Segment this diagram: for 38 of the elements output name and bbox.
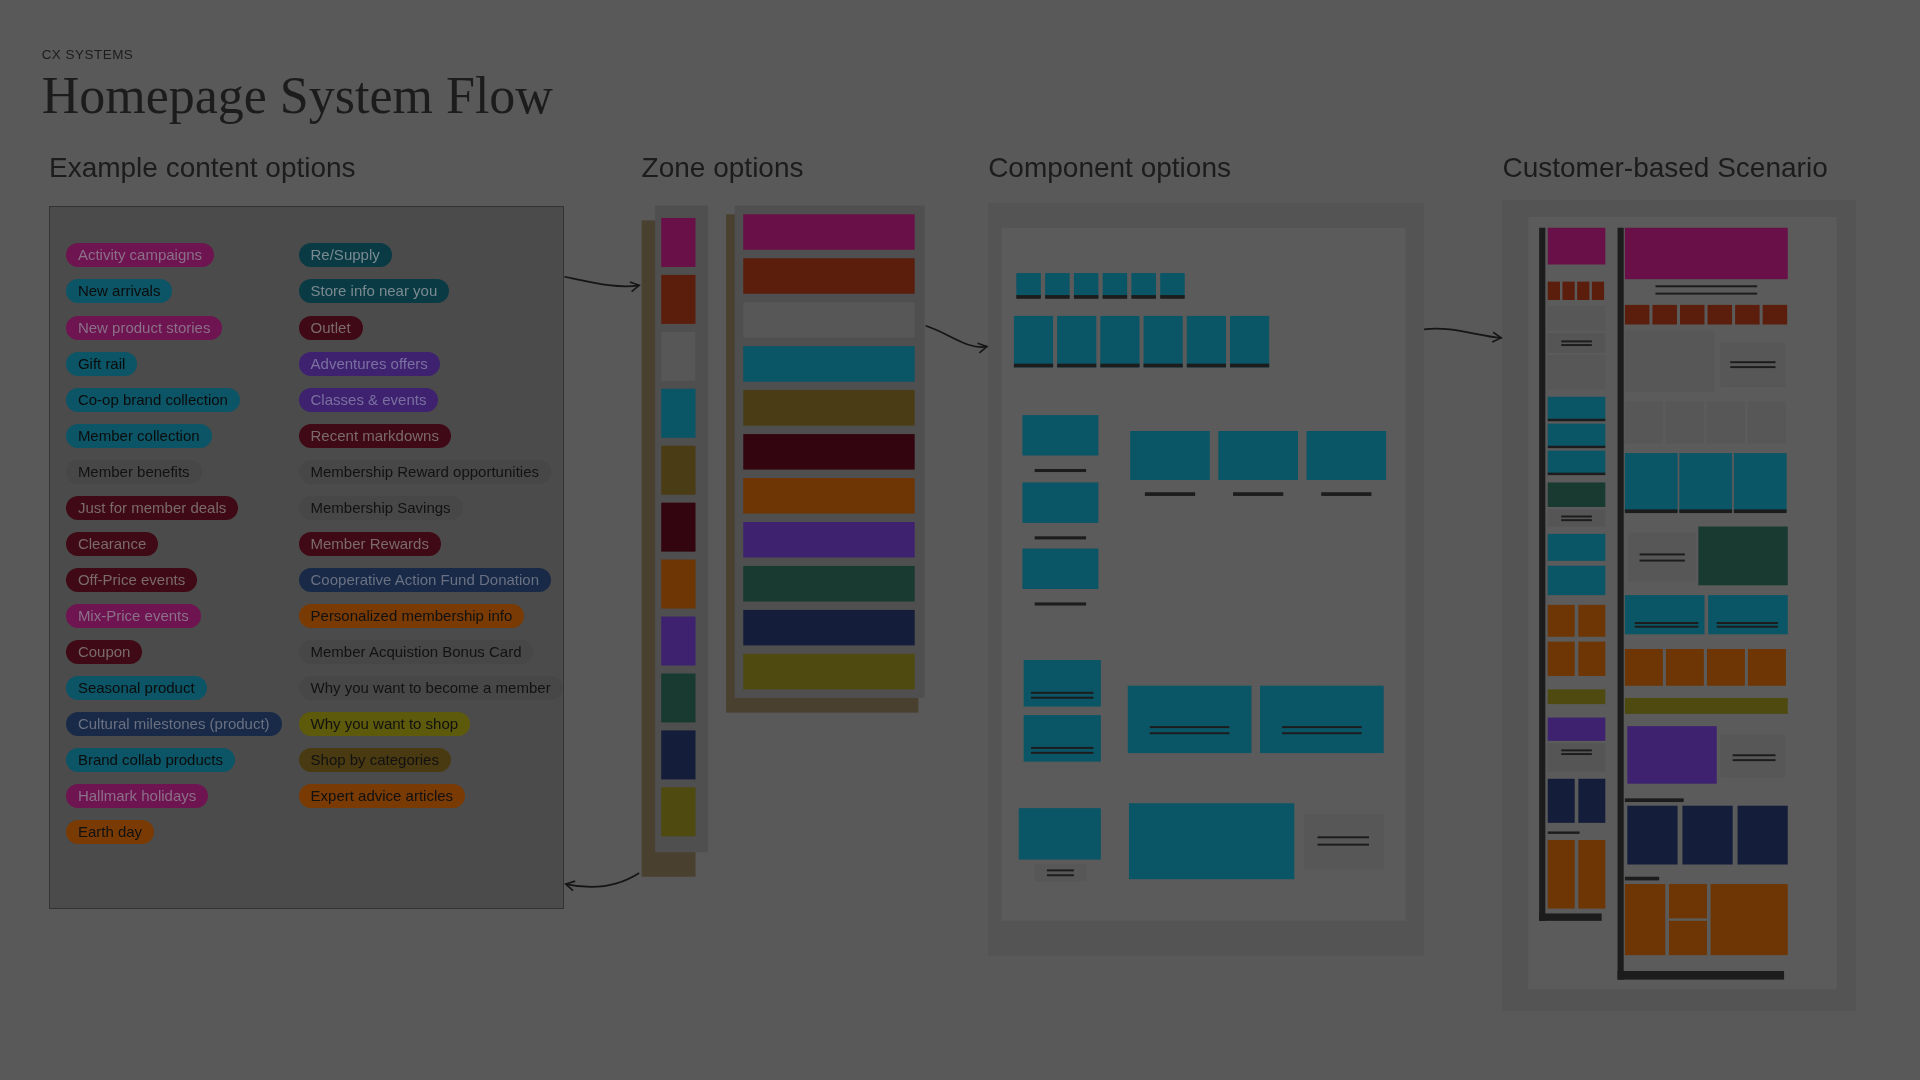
flow-arrow — [1423, 327, 1503, 343]
content-tag: Why you want to shop — [298, 712, 471, 737]
content-tag: Mix-Price events — [65, 604, 201, 629]
content-tag: Personalized membership info — [298, 604, 525, 629]
content-tag: Coupon — [65, 640, 143, 665]
content-tag: Just for member deals — [65, 495, 239, 520]
content-tag: Shop by categories — [298, 748, 451, 773]
content-tag: New product stories — [65, 315, 223, 340]
content-tag: Adventures offers — [298, 351, 440, 376]
eyebrow-label: CX SYSTEMS — [41, 46, 134, 62]
content-tag: Earth day — [65, 820, 155, 845]
content-tag: New arrivals — [65, 279, 173, 304]
panel-heading: Example content options — [48, 151, 356, 184]
content-tag: Brand collab products — [65, 748, 235, 773]
panel-heading: Component options — [988, 151, 1231, 184]
content-tag: Off-Price events — [65, 568, 198, 592]
content-tag: Clearance — [65, 531, 159, 556]
content-tag: Classes & events — [298, 387, 439, 412]
panel-heading: Zone options — [641, 151, 804, 184]
content-tag: Gift rail — [65, 351, 138, 376]
panel-heading: Customer-based Scenario — [1502, 151, 1828, 184]
content-tag: Recent markdowns — [298, 423, 451, 448]
content-tag: Hallmark holidays — [65, 784, 209, 809]
content-tag: Store info near you — [298, 279, 450, 304]
content-tag: Member Rewards — [298, 531, 441, 556]
content-tag: Expert advice articles — [298, 784, 466, 809]
flow-arrow — [563, 275, 641, 293]
content-tag: Outlet — [298, 315, 363, 340]
content-tag: Cooperative Action Fund Donation — [298, 568, 551, 592]
content-tag: Co-op brand collection — [65, 387, 240, 412]
flow-arrow — [924, 324, 988, 354]
content-tag: Seasonal product — [65, 676, 207, 701]
content-tag: Member collection — [65, 423, 212, 448]
content-tag: Re/Supply — [298, 243, 392, 268]
content-tag: Cultural milestones (product) — [65, 712, 282, 737]
flow-arrow — [564, 872, 641, 892]
content-tag: Activity campaigns — [65, 243, 215, 268]
page-title: Homepage System Flow — [41, 66, 553, 126]
